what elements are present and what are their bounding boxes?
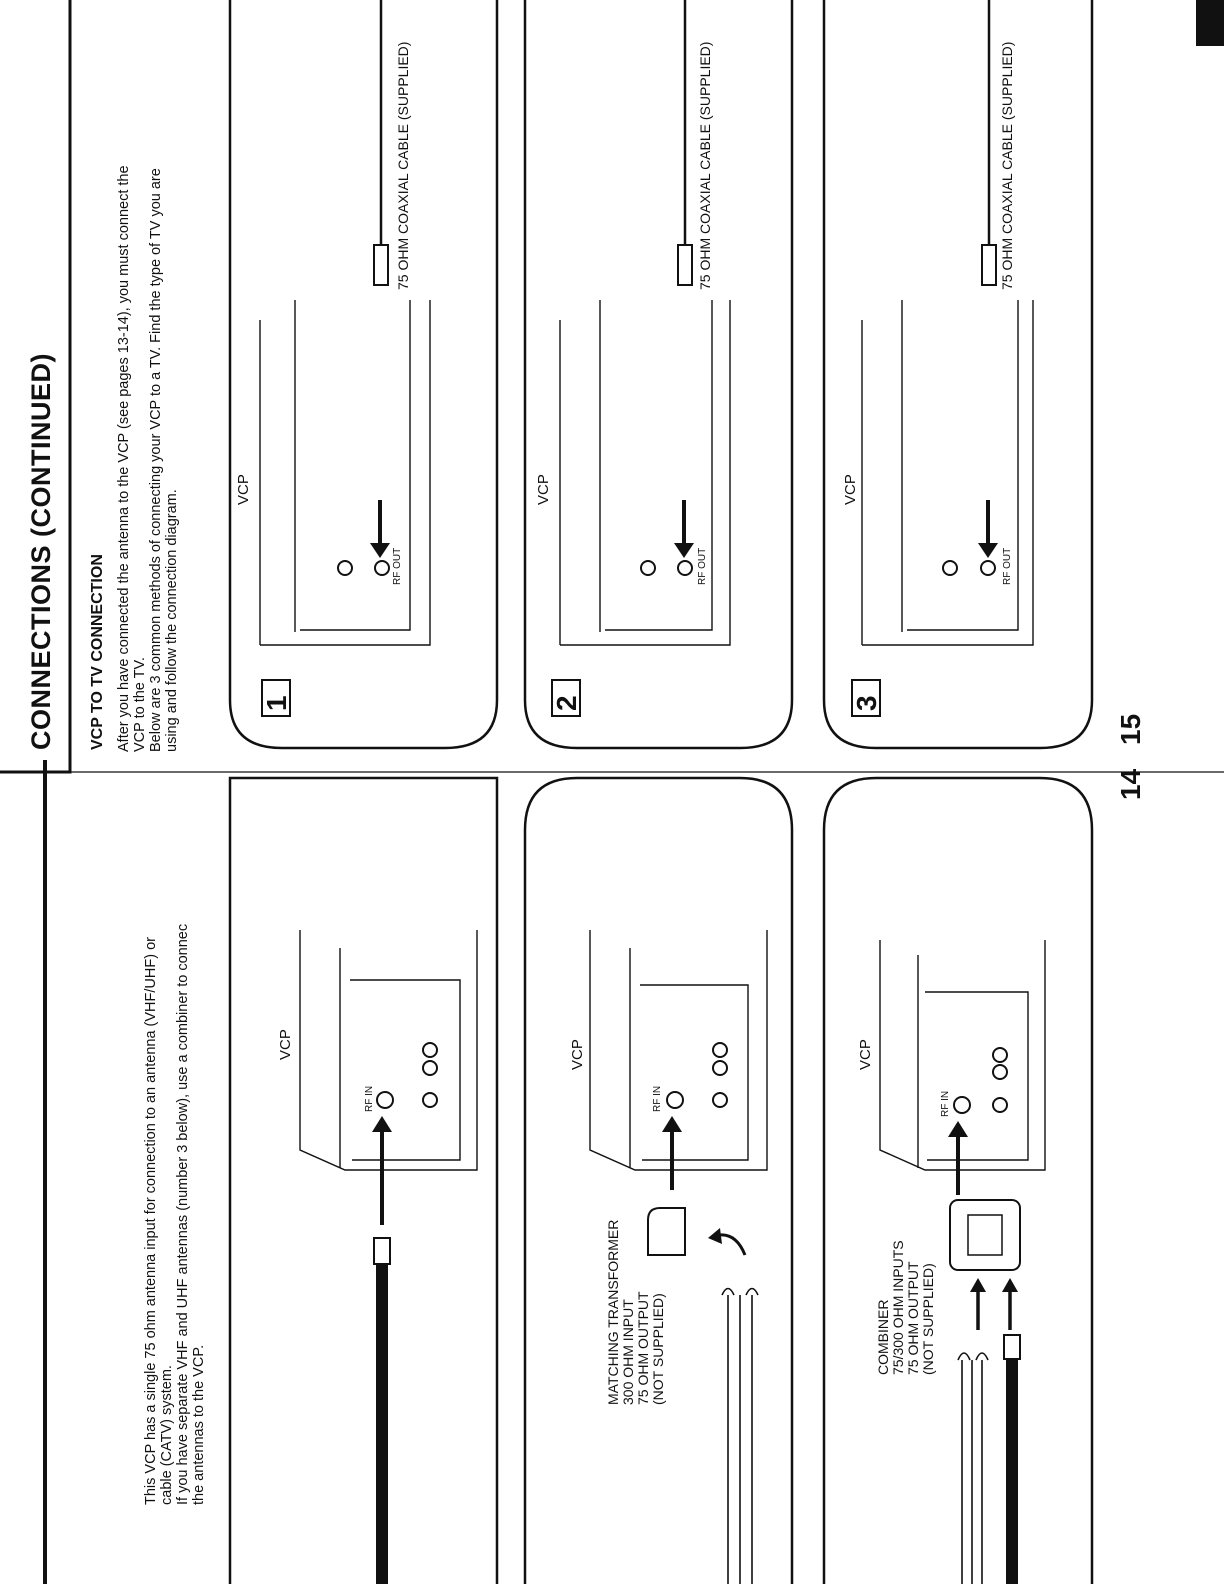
rf-in-jack [376,1091,394,1109]
cable-connector [373,244,389,286]
page-number: 15 [1115,714,1146,745]
twin-lead-wire [721,1287,759,1584]
adapter-label: 75 OHM OUTPUT [635,1291,651,1405]
rf-out-jack [980,560,996,576]
vcp-rear-outline [299,930,478,1171]
adapter-label: COMBINER [875,1300,891,1375]
panel-number: 1 [261,695,292,711]
jack-circle [337,560,353,576]
rf-out-jack [374,560,390,576]
jack-circle [422,1060,438,1076]
intro-line: After you have connected the antenna to … [116,165,132,752]
vcp-label: VCP [569,1039,586,1070]
section-heading: VCP TO TV CONNECTION [89,554,106,750]
intro-line: This VCP has a single 75 ohm antenna inp… [143,937,159,1505]
combiner [949,1199,1021,1271]
vcp-rear-outline [589,930,768,1171]
twin-lead-wire [957,1352,989,1584]
jack-circle [422,1092,438,1108]
rf-in-jack [953,1096,971,1114]
arrow-head [370,543,390,558]
adapter-label: MATCHING TRANSFORMER [605,1220,621,1405]
cable-connector [981,244,997,286]
arrow-head [978,543,998,558]
intro-line: the antennas to the VCP. [191,1345,207,1505]
cable-connector [1003,1334,1021,1360]
cable-label: 75 OHM COAXIAL CABLE (SUPPLIED) [697,42,713,290]
panel-number: 2 [551,695,582,711]
arrow-head [372,1116,392,1132]
vcp-rear-outline [861,300,1034,646]
arrow-head [970,1278,986,1292]
left-panel-2: VCP RF IN MATCHING TRANSFORMER 300 OHM I… [569,930,768,1584]
left-intro: This VCP has a single 75 ohm antenna inp… [143,924,207,1505]
vcp-rear-outline [259,300,431,646]
vcp-rear-outline [879,940,1046,1171]
cable-connector [677,244,693,286]
arrow-head [708,1228,722,1244]
jack-circle [640,560,656,576]
right-panel-3: 3 VCP RF OUT 75 OHM COAXIAL CABLE (SUPPL… [842,0,1034,717]
jack-circle [712,1092,728,1108]
arrow-head [674,543,694,558]
rf-in-jack [666,1091,684,1109]
cable-label: 75 OHM COAXIAL CABLE (SUPPLIED) [395,42,411,290]
coaxial-cable [376,1264,388,1584]
page-number: 14 [1115,768,1146,800]
jack-circle [992,1064,1008,1080]
vcp-label: VCP [235,474,252,505]
arrow-head [1002,1278,1018,1292]
left-panel-frames [228,776,1094,1584]
jack-label: RF OUT [1002,548,1013,585]
jack-label: RF IN [940,1091,951,1117]
intro-line: using and follow the connection diagram. [164,489,180,752]
jack-label: RF OUT [392,548,403,585]
rf-out-jack [677,560,693,576]
jack-circle [422,1042,438,1058]
intro-line: Below are 3 common methods of connecting… [148,168,164,752]
adapter-label: 75 OHM OUTPUT [905,1261,921,1375]
jack-circle [942,560,958,576]
adapter-label: 75/300 OHM INPUTS [890,1240,906,1375]
page-title: CONNECTIONS (CONTINUED) [26,353,56,750]
panel-number-box [551,679,581,717]
jack-circle [712,1042,728,1058]
combiner-terminals [967,1214,1003,1256]
adapter-label: 300 OHM INPUT [620,1299,636,1405]
right-intro: After you have connected the antenna to … [116,165,180,752]
intro-line: cable (CATV) system. [159,1365,175,1505]
jack-label: RF IN [652,1086,663,1112]
adapter-label: (NOT SUPPLIED) [920,1263,936,1375]
vcp-label: VCP [857,1039,874,1070]
matching-transformer [647,1207,686,1256]
panel-number-box [851,679,881,717]
jack-label: RF OUT [697,548,708,585]
arrow-head [948,1121,968,1137]
jack-circle [992,1047,1008,1063]
right-panel-1: 1 VCP RF OUT 75 OHM COAXIAL CABLE (SUPPL… [235,0,431,717]
cable-connector [373,1237,391,1265]
vcp-label: VCP [535,474,552,505]
left-panel-1: VCP RF IN [277,930,478,1584]
intro-line: VCP to the TV. [132,657,148,752]
panel-number: 3 [851,695,882,711]
jack-circle [712,1060,728,1076]
vcp-label: VCP [277,1029,294,1060]
left-panel-3: VCP RF IN COMBINER 75/300 OHM INPUTS 75 … [857,940,1046,1584]
adapter-label: (NOT SUPPLIED) [650,1293,666,1405]
right-panel-frames [228,0,1094,750]
vcp-label: VCP [842,474,859,505]
panel-number-box [261,679,291,717]
cable-label: 75 OHM COAXIAL CABLE (SUPPLIED) [999,42,1015,290]
vcp-rear-outline [559,300,731,646]
jack-circle [992,1097,1008,1113]
arrow-head [662,1116,682,1132]
jack-label: RF IN [364,1086,375,1112]
section-tab [1196,0,1224,46]
intro-line: If you have separate VHF and UHF antenna… [175,924,191,1505]
coaxial-cable [1006,1359,1018,1584]
right-panel-2: 2 VCP RF OUT 75 OHM COAXIAL CABLE (SUPPL… [535,0,731,717]
